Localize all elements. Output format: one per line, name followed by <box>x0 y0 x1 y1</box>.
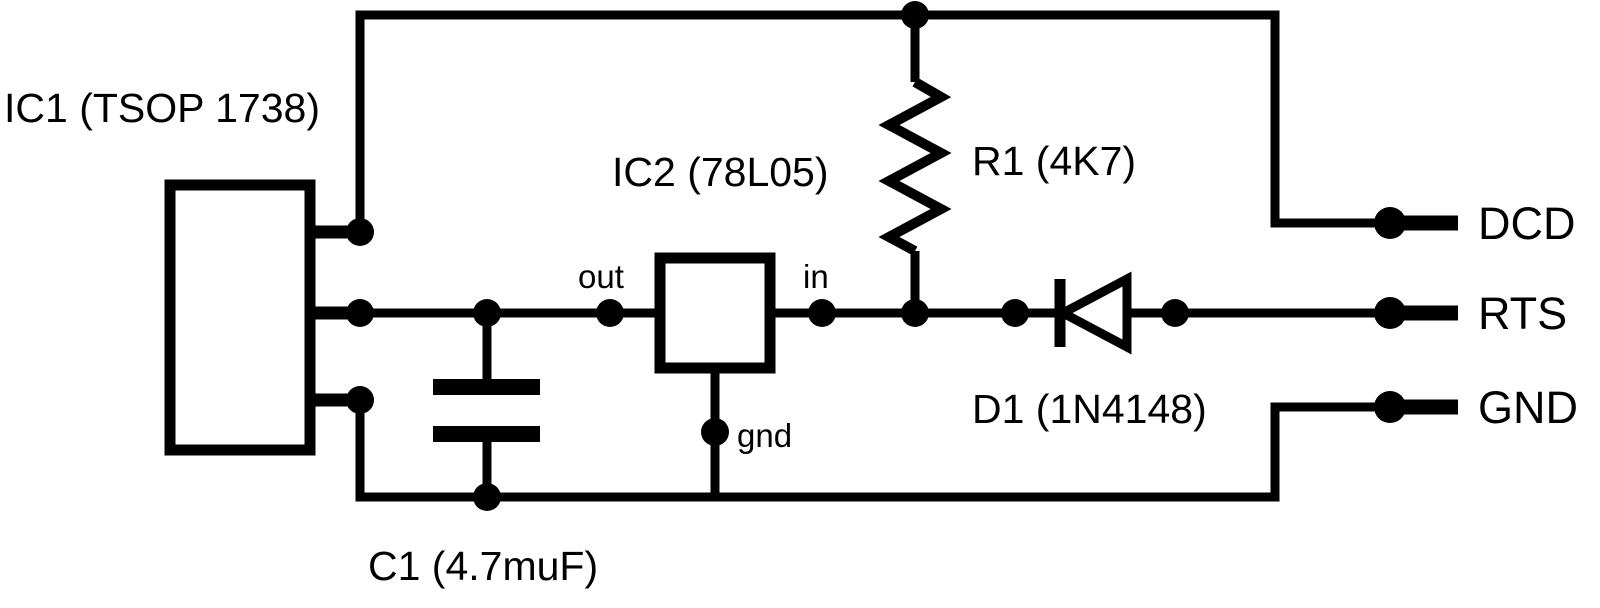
ic2-body <box>654 252 776 374</box>
ic1-body <box>164 179 316 456</box>
wire-bottom-rail <box>355 400 1402 502</box>
terminal-stub-group <box>1398 215 1458 415</box>
rts-terminal-dot <box>1374 297 1406 329</box>
in-pin-label: in <box>803 258 829 295</box>
diode-triangle <box>1053 271 1132 355</box>
wire-top-rail <box>355 10 1402 232</box>
diode-d1-symbol <box>1053 271 1132 355</box>
r1-label: R1 (4K7) <box>972 138 1136 184</box>
capacitor-c1-symbol <box>433 379 540 442</box>
junction-r1-bottom <box>901 299 929 327</box>
junction-d1-left <box>1001 299 1029 327</box>
d1-label: D1 (1N4148) <box>972 386 1207 432</box>
junction-ic2-out <box>596 299 624 327</box>
resistor-r1-symbol <box>878 77 952 256</box>
ic1-label: IC1 (TSOP 1738) <box>4 85 320 131</box>
junction-c1-top <box>473 299 501 327</box>
junction-ic2-in <box>808 299 836 327</box>
c1-label: C1 (4.7muF) <box>368 543 598 589</box>
junction-ic2-gnd <box>701 418 729 446</box>
junction-ic1-middle-pin <box>346 299 374 327</box>
gnd-terminal-dot <box>1374 391 1406 423</box>
junction-dot-group <box>346 1 1406 511</box>
junction-r1-top <box>901 1 929 29</box>
gnd-pin-label: gnd <box>737 417 792 454</box>
junction-d1-right <box>1161 299 1189 327</box>
junction-ic1-bottom-pin <box>346 386 374 414</box>
junction-ic1-top-pin <box>346 218 374 246</box>
junction-c1-bottom <box>473 483 501 511</box>
gnd-terminal-label: GND <box>1478 382 1578 433</box>
ic2-label: IC2 (78L05) <box>612 149 829 195</box>
out-pin-label: out <box>578 258 624 295</box>
wire-group <box>355 10 1402 502</box>
rts-terminal-label: RTS <box>1478 288 1567 339</box>
dcd-terminal-dot <box>1374 207 1406 239</box>
dcd-terminal-label: DCD <box>1478 198 1576 249</box>
